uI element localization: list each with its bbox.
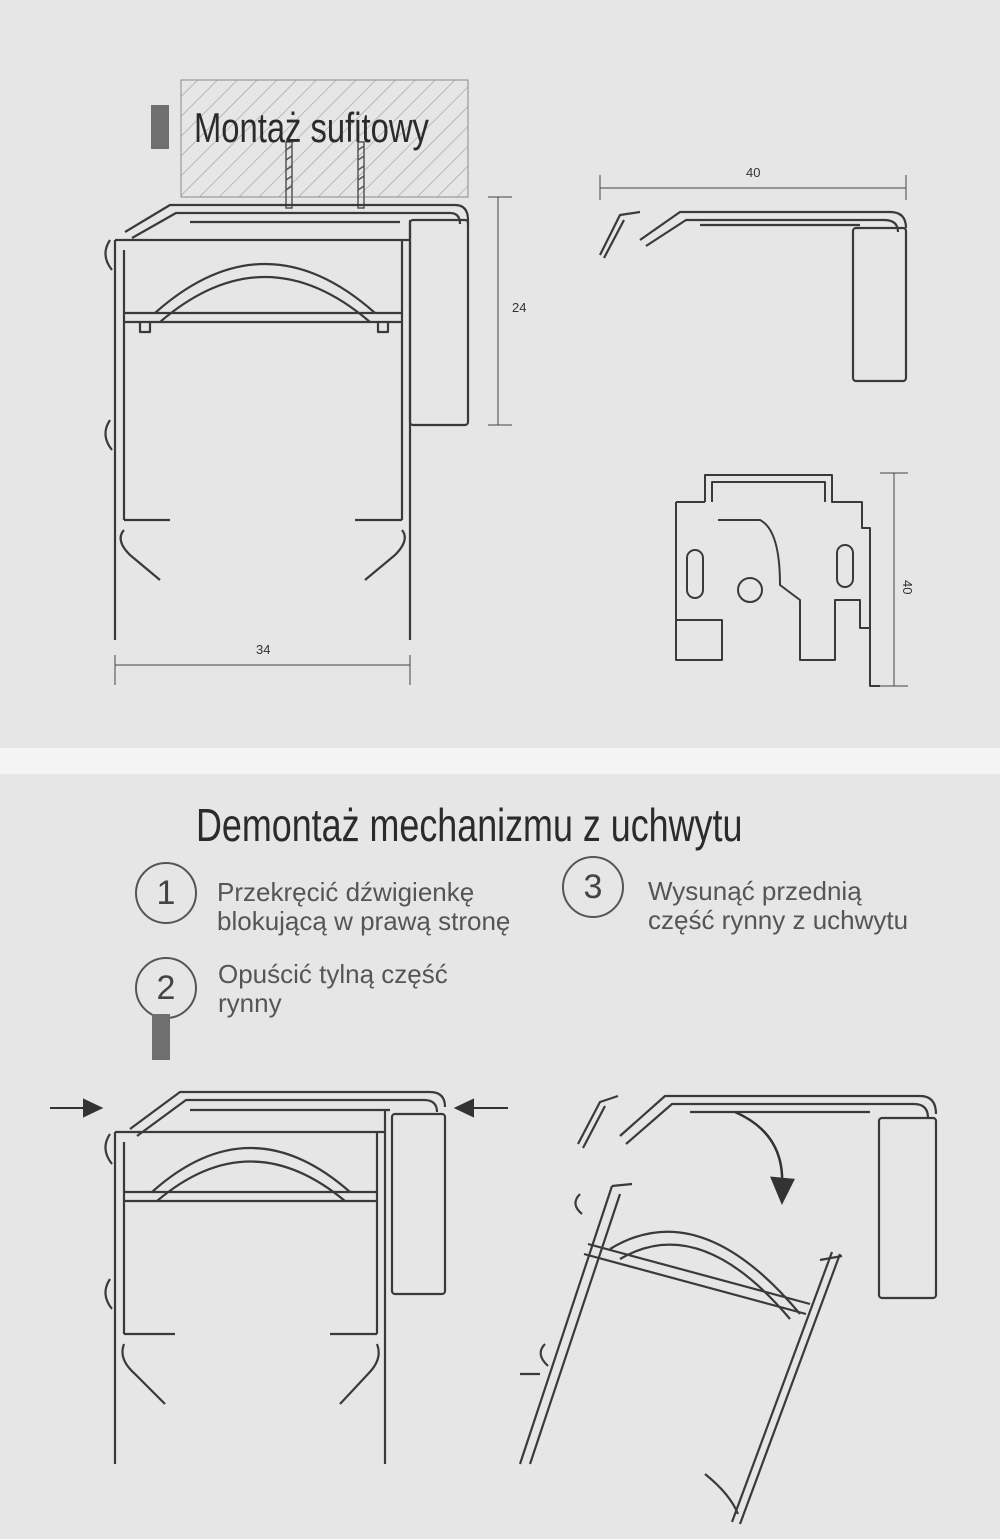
ceiling-mount-title: Montaż sufitowy xyxy=(194,104,429,151)
dimension-40-height: 40 xyxy=(900,580,915,594)
title-accent-bar xyxy=(151,105,169,149)
dismount-panel: Demontaż mechanizmu z uchwytu 1 Przekręc… xyxy=(0,774,1000,1539)
step-2-text: Opuścić tylną część rynny xyxy=(218,959,448,1018)
clip-front-drawing xyxy=(675,474,880,687)
rail-profile-drawing xyxy=(104,203,470,640)
detached-bracket-drawing xyxy=(577,1094,938,1300)
ceiling-block xyxy=(180,79,469,198)
dimension-lines xyxy=(114,175,908,687)
squeeze-arrow-icons xyxy=(50,1098,508,1118)
dimension-24: 24 xyxy=(512,300,526,315)
step-3-text: Wysunąć przednią część rynny z uchwytu xyxy=(648,876,909,935)
step-2-circle: 2 xyxy=(135,957,197,1019)
step-3-circle: 3 xyxy=(562,856,624,918)
rotated-profile-drawing xyxy=(518,1182,843,1525)
ceiling-mount-drawing: 24 34 40 40 xyxy=(104,79,915,687)
dismount-title: Demontaż mechanizmu z uchwytu xyxy=(196,799,743,851)
dimension-40-length: 40 xyxy=(746,165,760,180)
step-2-accent-bar xyxy=(152,1014,170,1060)
step-1-circle: 1 xyxy=(135,862,197,924)
rotation-arrow-icon xyxy=(734,1110,795,1206)
dimension-34: 34 xyxy=(256,642,270,657)
bracket-side-drawing xyxy=(599,210,908,383)
step-1-text: Przekręcić dźwigienkę blokującą w prawą … xyxy=(217,877,511,936)
screw-icons xyxy=(285,141,365,209)
assembled-rail-drawing xyxy=(104,1090,447,1464)
ceiling-mount-panel: 24 34 40 40 Montaż sufitowy xyxy=(0,0,1000,748)
section-divider xyxy=(0,748,1000,774)
